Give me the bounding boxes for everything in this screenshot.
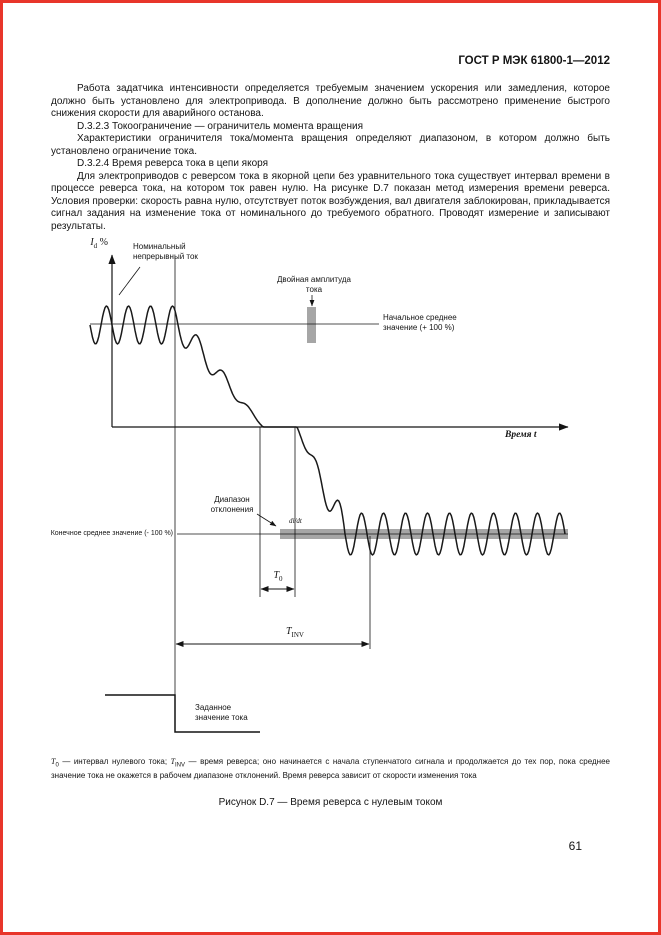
figure-d7: Id % Номинальный непрерывный ток Двойная… bbox=[45, 237, 625, 749]
guide-lines bbox=[90, 257, 568, 695]
deviation-arrow bbox=[256, 513, 277, 527]
paragraph-current-limit: Характеристики ограничителя тока/момента… bbox=[51, 133, 610, 157]
figure-footnote: T0 — интервал нулевого тока; TINV — врем… bbox=[51, 757, 611, 780]
measure-lines bbox=[175, 586, 370, 647]
page-content: ГОСТ Р МЭК 61800-1—2012 Работа задатчика… bbox=[3, 3, 658, 808]
figure-canvas bbox=[89, 254, 569, 733]
section-heading-d324: D.3.2.4 Время реверса тока в цепи якоря bbox=[77, 158, 269, 169]
paragraph-reverse-time: Для электроприводов с реверсом тока в як… bbox=[51, 170, 610, 232]
standard-header: ГОСТ Р МЭК 61800-1—2012 bbox=[458, 55, 610, 67]
paragraph-ramp-generator: Работа задатчика интенсивности определяе… bbox=[51, 83, 610, 119]
section-heading-d323: D.3.2.3 Токоограничение — ограничитель м… bbox=[77, 120, 363, 132]
page-number: 61 bbox=[568, 839, 582, 853]
time-axis-label: Время t bbox=[505, 430, 537, 440]
initial-mean-label: Начальное среднее значение (+ 100 %) bbox=[383, 313, 457, 332]
tinv-label: TINV bbox=[285, 626, 304, 640]
axes bbox=[108, 254, 569, 431]
deviation-range-label: Диапазон отклонения bbox=[210, 495, 254, 514]
didt-label: di/dt bbox=[289, 517, 302, 525]
current-waveform bbox=[89, 305, 566, 556]
shaded-bands bbox=[280, 307, 568, 539]
double-amplitude-bar bbox=[307, 307, 316, 343]
setpoint-label: Заданное значение тока bbox=[195, 703, 248, 722]
nominal-leader-line bbox=[118, 266, 141, 296]
setpoint-step-signal bbox=[105, 694, 260, 733]
nominal-current-label: Номинальный непрерывный ток bbox=[133, 242, 198, 261]
t0-label: T0 bbox=[273, 570, 283, 584]
figure-caption: Рисунок D.7 — Время реверса с нулевым то… bbox=[218, 796, 443, 808]
final-mean-label: Конечное среднее значение (- 100 %) bbox=[50, 530, 173, 537]
y-axis-label: Id % bbox=[90, 237, 108, 251]
double-amplitude-label: Двойная амплитуда тока bbox=[277, 275, 351, 294]
